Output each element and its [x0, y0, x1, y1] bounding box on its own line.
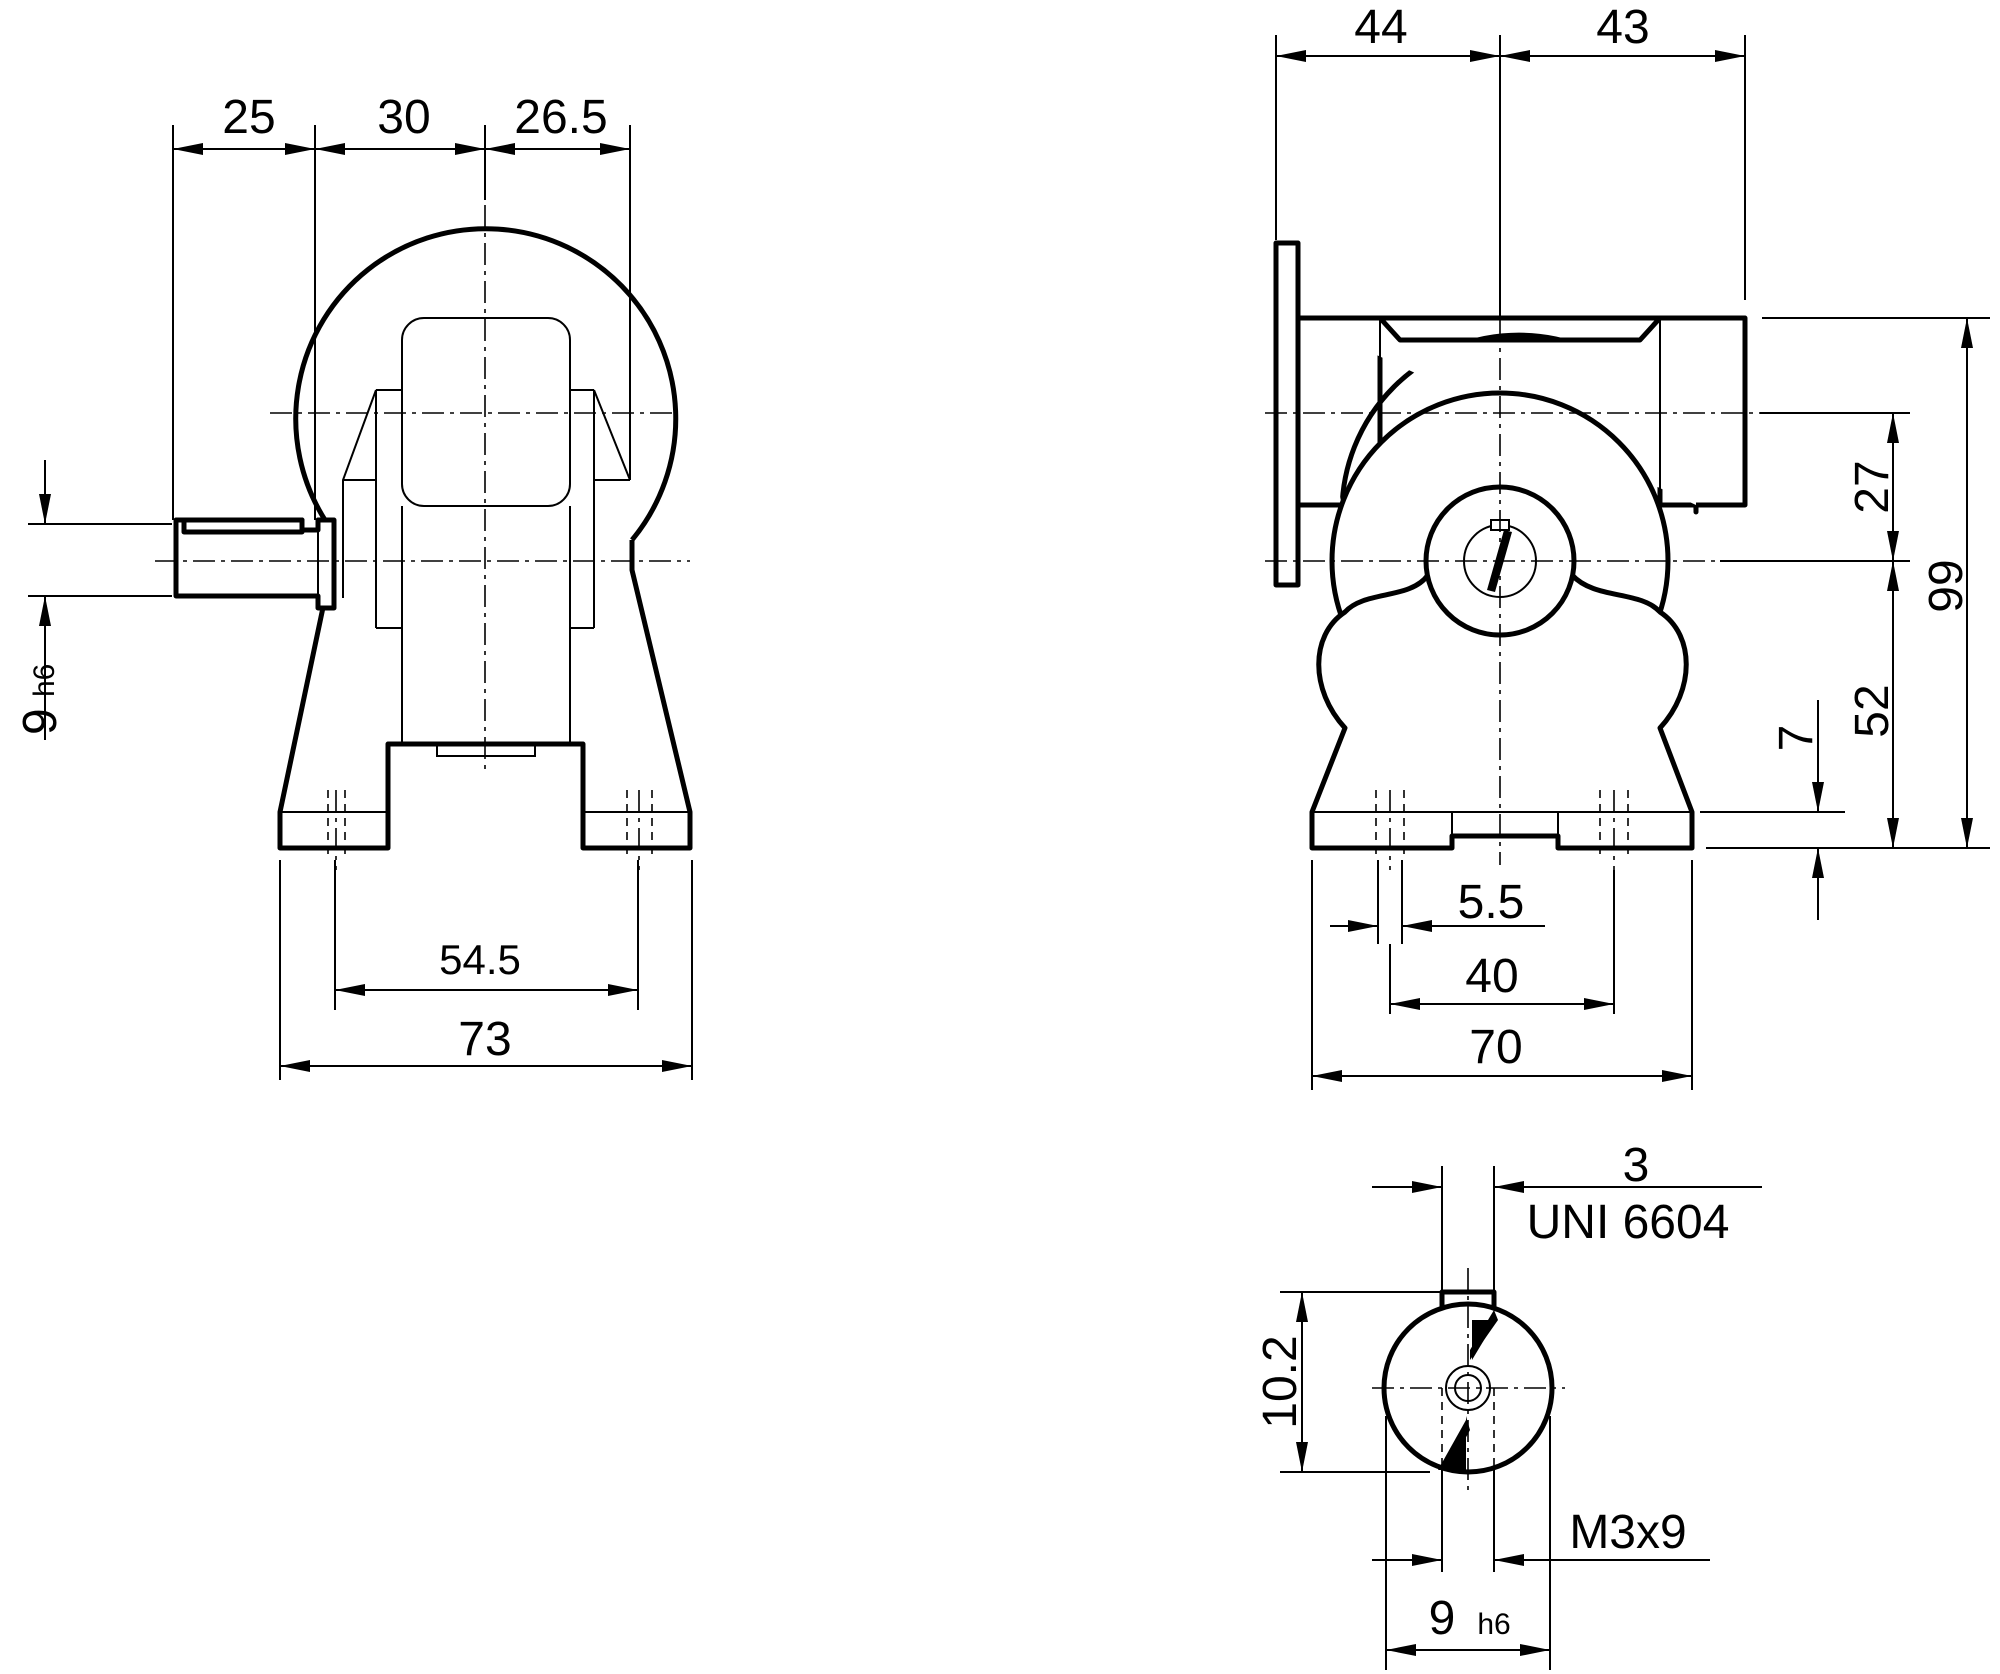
detail-dim-dia-value: 9 [1429, 1592, 1456, 1645]
side-arrow-30-left [315, 143, 345, 155]
front-dim-99: 99 [1920, 559, 1973, 612]
front-arrow-99-top [1961, 318, 1973, 348]
front-flange-plate [1273, 240, 1301, 588]
front-arrow-44-left [1276, 50, 1306, 62]
side-arrow-25-left [173, 143, 203, 155]
side-arrow-73-left [280, 1060, 310, 1072]
detail-arrow-dia-left [1386, 1644, 1416, 1656]
side-dim-30: 30 [377, 91, 430, 144]
front-arrow-99-bottom [1961, 818, 1973, 848]
side-arrow-shaft-bottom [39, 596, 51, 626]
detail-dim-dia-tol: h6 [1477, 1608, 1510, 1641]
detail-arrow-thread-right [1494, 1554, 1524, 1566]
detail-thread: M3x9 [1569, 1506, 1686, 1559]
front-arrow-44-right [1470, 50, 1500, 62]
front-arrow-43-right [1715, 50, 1745, 62]
detail-key-fill-top [1472, 1320, 1496, 1360]
side-arrow-265-right [600, 143, 630, 155]
front-arrow-52-top [1887, 561, 1899, 591]
front-arrow-40-right [1584, 998, 1614, 1010]
detail-dim-key: 3 [1623, 1139, 1650, 1192]
side-dim-545: 54.5 [439, 936, 521, 983]
front-arrow-52-bottom [1887, 818, 1899, 848]
detail-arrow-102-top [1296, 1292, 1308, 1322]
side-arrow-73-right [662, 1060, 692, 1072]
detail-arrow-key-right [1494, 1181, 1524, 1193]
front-lower-body [1309, 573, 1695, 851]
side-arrow-25-right [285, 143, 315, 155]
front-arrow-43-left [1500, 50, 1530, 62]
detail-dim-102: 10.2 [1254, 1335, 1307, 1428]
detail-arrow-102-bottom [1296, 1442, 1308, 1472]
side-dim-shaft-value: 9 [14, 708, 67, 735]
detail-keyway-bottom [1440, 1416, 1470, 1470]
front-dim-70: 70 [1469, 1021, 1522, 1074]
front-arrow-27-bottom [1887, 531, 1899, 561]
front-view: 44 43 99 27 52 7 [1265, 1, 1990, 1090]
front-dim-52: 52 [1846, 684, 1899, 737]
front-arrow-70-left [1312, 1070, 1342, 1082]
front-dim-55: 5.5 [1458, 876, 1525, 929]
side-dim-73: 73 [458, 1013, 511, 1066]
side-wheel-housing [293, 226, 679, 542]
side-shaft-key [181, 517, 305, 535]
side-dim-265: 26.5 [514, 91, 607, 144]
shaft-detail: 3 UNI 6604 10.2 M3x9 9 h6 [1254, 1139, 1762, 1670]
side-dim-25: 25 [222, 91, 275, 144]
side-base-recess [436, 744, 536, 757]
front-arrow-7-top [1812, 782, 1824, 812]
side-arrow-30-right [455, 143, 485, 155]
front-arrow-27-top [1887, 413, 1899, 443]
detail-arrow-dia-right [1520, 1644, 1550, 1656]
front-dim-44: 44 [1354, 1, 1407, 54]
detail-key-fill-bottom [1438, 1420, 1466, 1470]
detail-arrow-thread-left [1412, 1554, 1442, 1566]
front-dim-27: 27 [1846, 460, 1899, 513]
side-cover-right [593, 389, 631, 628]
side-dim-shaft-tol: h6 [28, 664, 61, 697]
front-arrow-70-right [1662, 1070, 1692, 1082]
front-arrow-55-left [1348, 920, 1378, 932]
side-base-body [277, 520, 693, 851]
side-arrow-shaft-top [39, 494, 51, 524]
detail-key-standard: UNI 6604 [1527, 1196, 1730, 1249]
front-arrow-40-left [1390, 998, 1420, 1010]
side-arrow-545-right [608, 984, 638, 996]
detail-arrow-key-left [1412, 1181, 1442, 1193]
side-view: 25 30 26.5 9 h6 54.5 73 [14, 91, 693, 1080]
front-dim-43: 43 [1596, 1, 1649, 54]
side-hub-housing [401, 317, 571, 507]
side-arrow-265-left [485, 143, 515, 155]
side-arrow-545-left [335, 984, 365, 996]
front-dim-7: 7 [1770, 725, 1823, 752]
front-arrow-7-bottom [1812, 848, 1824, 878]
front-arrow-55-right [1402, 920, 1432, 932]
front-dim-40: 40 [1465, 950, 1518, 1003]
